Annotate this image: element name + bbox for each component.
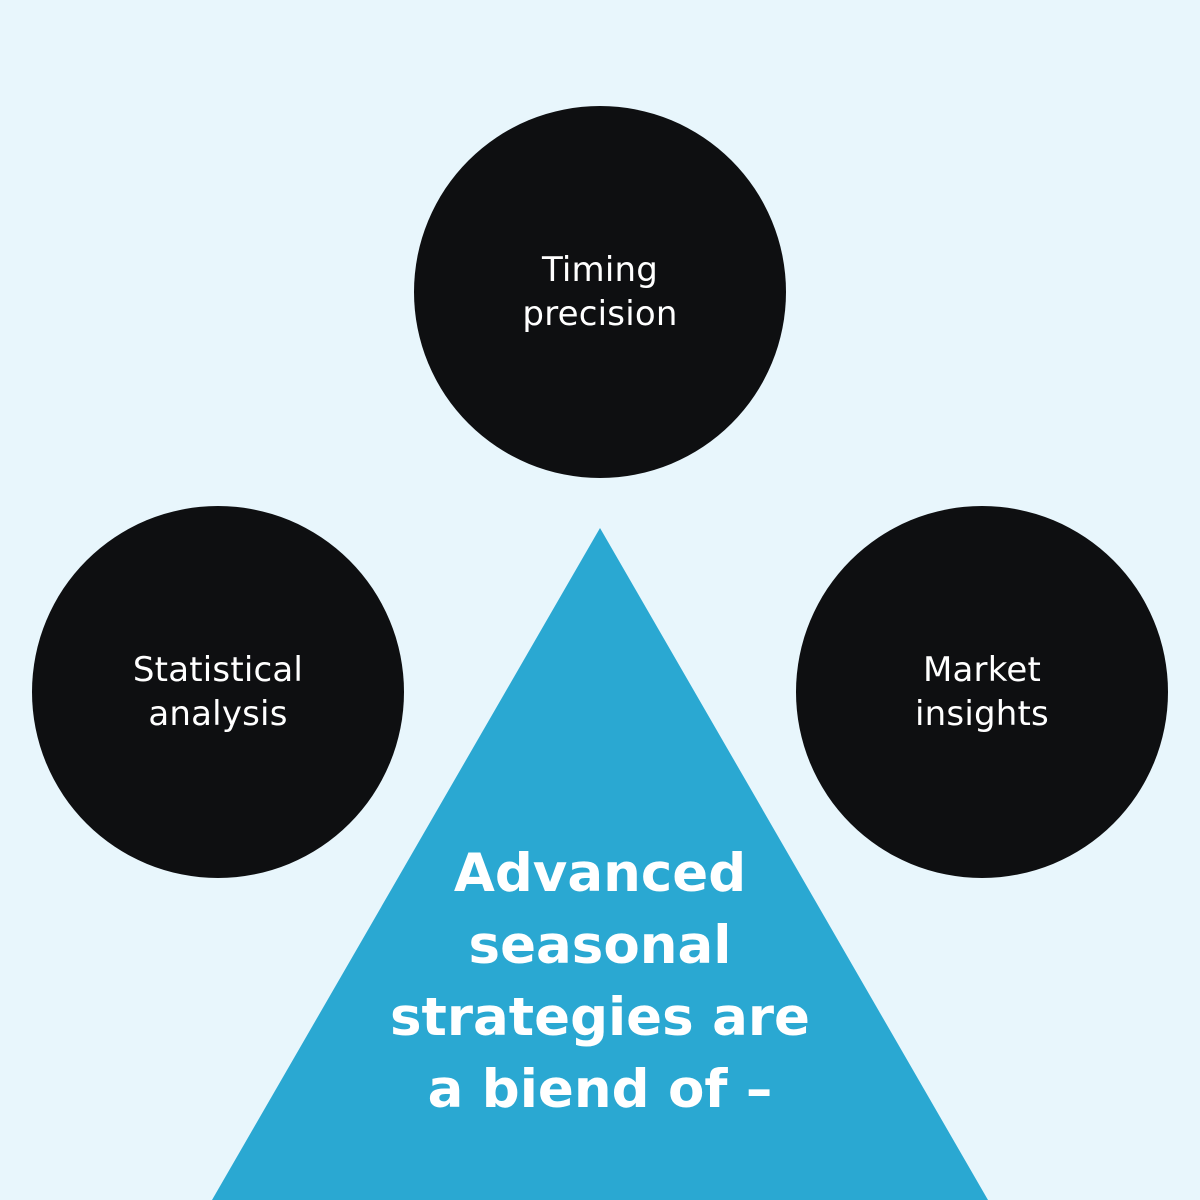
circle-statistical-analysis: Statistical analysis <box>32 506 404 878</box>
triangle-polygon <box>212 528 988 1200</box>
circle-label-statistical-analysis: Statistical analysis <box>132 650 304 734</box>
circle-label-market-insights: Market insights <box>915 650 1049 734</box>
circle-market-insights: Market insights <box>796 506 1168 878</box>
triangle-label: Advanced seasonal strategies are a biend… <box>390 843 810 1120</box>
circle-label-timing-precision: Timing precision <box>522 250 678 334</box>
circle-timing-precision: Timing precision <box>414 106 786 478</box>
